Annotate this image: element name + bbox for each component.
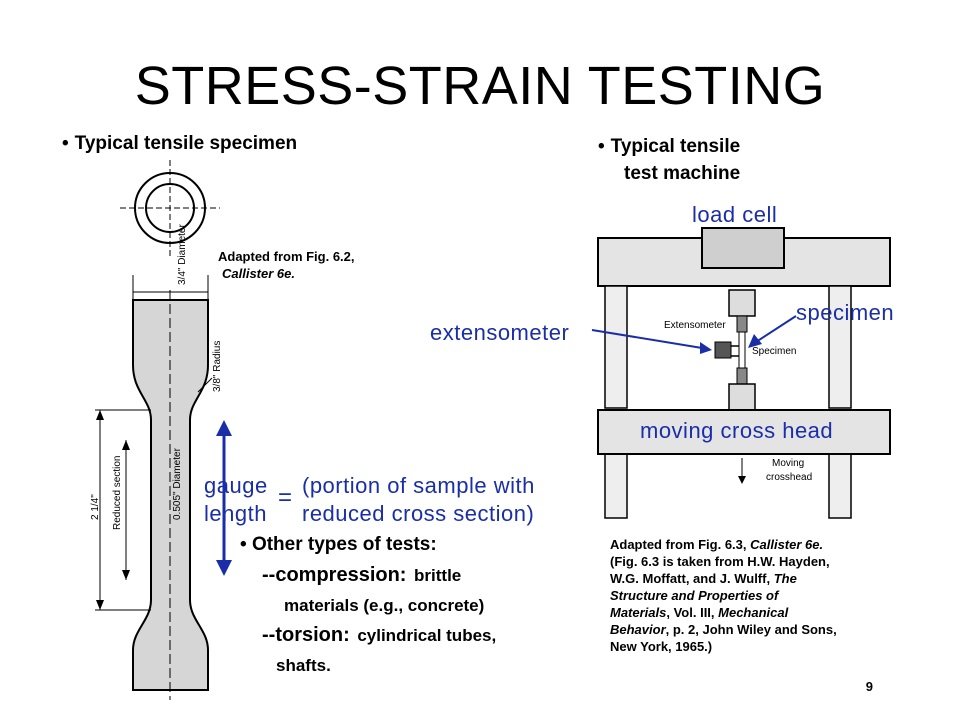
page-number: 9	[865, 679, 873, 694]
extensometer-label: extensometer	[430, 320, 570, 345]
gauge-length-label: gauge length	[204, 472, 268, 528]
compression-label: --compression:	[262, 564, 407, 586]
left-screw-column	[604, 285, 628, 519]
equals-sign: =	[278, 484, 293, 511]
torsion-label: --torsion:	[262, 624, 350, 646]
slide-title: STRESS-STRAIN TESTING	[134, 56, 826, 116]
compression-desc: brittle	[414, 566, 462, 585]
portion-line1: (portion of sample with	[302, 473, 535, 498]
machine-specimen	[738, 331, 746, 369]
bullet-dot: •	[62, 133, 69, 154]
crosshead-label: crosshead	[766, 472, 812, 483]
machine-bullet-line1: Typical tensile	[610, 136, 741, 157]
portion-line2: reduced cross section)	[302, 501, 535, 526]
other-tests-heading-text: Other types of tests:	[251, 534, 437, 555]
extensometer-small-label: Extensometer	[664, 320, 726, 331]
machine-caption: Adapted from Fig. 6.3, Callister 6e. (Fi…	[610, 536, 837, 655]
gauge-line1: gauge	[204, 473, 268, 498]
specimen-bullet: •Typical tensile specimen	[62, 133, 297, 155]
machine-caption-line7: New York, 1965.)	[610, 639, 713, 654]
load-cell-block	[701, 227, 785, 269]
machine-caption-line1: Adapted from Fig. 6.3, Callister 6e.	[610, 537, 824, 552]
specimen-caption-line2: Callister 6e.	[222, 266, 295, 281]
test-machine-drawing: Extensometer Specimen Moving crosshead	[597, 227, 891, 519]
machine-caption-line4: Structure and Properties of	[610, 588, 779, 603]
machine-caption-line6: Behavior, p. 2, John Wiley and Sons,	[610, 622, 837, 637]
torsion-line: --torsion: cylindrical tubes,	[262, 624, 496, 647]
torsion-desc-line2: shafts.	[276, 656, 331, 675]
right-screw-column	[828, 285, 852, 519]
machine-bullet: •Typical tensile test machine	[598, 133, 740, 187]
machine-bullet-line2: test machine	[624, 163, 741, 184]
extensometer-pointer	[591, 329, 703, 349]
extensometer-block	[714, 341, 732, 359]
gauge-definition: (portion of sample with reduced cross se…	[302, 472, 535, 528]
compression-line: --compression: brittle	[262, 564, 461, 587]
specimen-end-view	[120, 160, 220, 256]
specimen-caption-line1: Adapted from Fig. 6.2,	[218, 249, 355, 264]
machine-caption-line3: W.G. Moffatt, and J. Wulff, The	[610, 571, 797, 586]
radius-label: 3/8" Radius	[212, 341, 223, 392]
load-cell-label: load cell	[692, 202, 778, 227]
bullet-dot: •	[598, 136, 605, 157]
specimen-pointer	[755, 315, 797, 343]
machine-caption-line5: Materials, Vol. III, Mechanical	[610, 605, 789, 620]
moving-crosshead-block	[597, 409, 891, 455]
diameter-mid-label: 0.505" Diameter	[172, 447, 183, 520]
specimen-bullet-text: Typical tensile specimen	[74, 133, 298, 154]
moving-cross-head-label: moving cross head	[640, 418, 834, 443]
specimen-caption: Adapted from Fig. 6.2, Callister 6e.	[218, 248, 355, 282]
compression-desc-line2: materials (e.g., concrete)	[284, 596, 485, 615]
gauge-line2: length	[204, 501, 267, 526]
moving-label: Moving	[772, 458, 804, 469]
reduced-section-label: Reduced section	[112, 456, 123, 531]
other-tests-heading: • Other types of tests:	[240, 534, 437, 556]
specimen-small-label: Specimen	[752, 346, 796, 357]
overall-length-label: 2 1/4"	[90, 494, 101, 520]
diameter-top-label: 3/4" Diameter	[177, 224, 188, 285]
torsion-desc: cylindrical tubes,	[357, 626, 497, 645]
specimen-label: specimen	[796, 300, 895, 325]
bullet-dot: •	[240, 534, 247, 555]
machine-caption-line2: (Fig. 6.3 is taken from H.W. Hayden,	[610, 554, 830, 569]
